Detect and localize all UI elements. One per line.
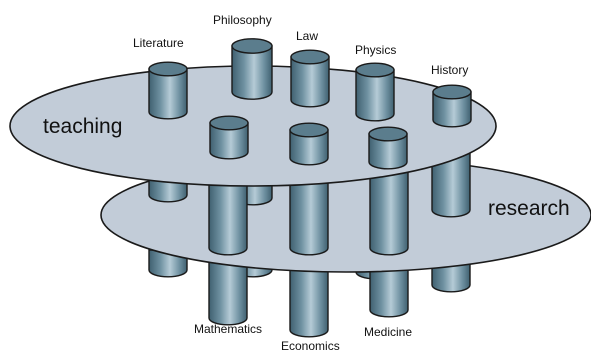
pillar-history-body — [432, 91, 472, 128]
teaching-plane-label: teaching — [43, 115, 122, 138]
pillar-law — [290, 49, 330, 108]
research-plane-label: research — [488, 197, 570, 220]
pillar-mathematics-top — [209, 115, 249, 131]
pillar-literature-top — [148, 61, 188, 77]
discipline-label-physics: Physics — [355, 43, 396, 57]
pillars-above-teaching — [148, 38, 472, 170]
pillar-medicine-middle — [369, 169, 409, 256]
pillar-mathematics-body — [209, 122, 249, 160]
pillar-medicine-body — [368, 133, 408, 170]
pillar-physics-body — [355, 69, 395, 122]
pillar-history-middle-body — [431, 149, 471, 218]
pillar-mathematics — [209, 115, 249, 160]
pillar-economics-lower-body — [289, 254, 329, 338]
pillar-philosophy-top — [231, 38, 273, 54]
pillar-history-middle — [431, 149, 471, 218]
pillar-economics-lower — [289, 254, 329, 338]
pillar-medicine — [368, 126, 408, 170]
pillar-medicine-top — [368, 126, 408, 142]
pillar-mathematics-lower-body — [208, 254, 248, 326]
pillar-philosophy — [231, 38, 273, 100]
pillar-philosophy-body — [231, 45, 273, 100]
discipline-label-mathematics: Mathematics — [194, 322, 262, 336]
pillar-economics-middle — [289, 167, 329, 256]
discipline-label-philosophy: Philosophy — [213, 13, 272, 27]
pillar-physics — [355, 62, 395, 122]
pillar-law-body — [290, 56, 330, 108]
pillar-history — [432, 84, 472, 128]
pillar-literature — [148, 61, 188, 120]
discipline-label-economics: Economics — [281, 339, 340, 353]
pillar-mathematics-middle — [208, 167, 248, 256]
discipline-label-law: Law — [296, 29, 318, 43]
discipline-label-history: History — [431, 63, 468, 77]
pillar-literature-body — [148, 68, 188, 120]
pillar-economics — [289, 122, 329, 166]
pillar-mathematics-lower — [208, 254, 248, 326]
discipline-label-literature: Literature — [133, 36, 184, 50]
pillar-economics-top — [289, 122, 329, 138]
pillar-mathematics-middle-body — [208, 167, 248, 256]
pillar-history-top — [432, 84, 472, 100]
pillar-law-top — [290, 49, 330, 65]
pillar-economics-body — [289, 129, 329, 166]
pillar-economics-middle-body — [289, 167, 329, 256]
pillar-medicine-middle-body — [369, 169, 409, 256]
pillar-physics-top — [355, 62, 395, 78]
discipline-label-medicine: Medicine — [364, 325, 412, 339]
